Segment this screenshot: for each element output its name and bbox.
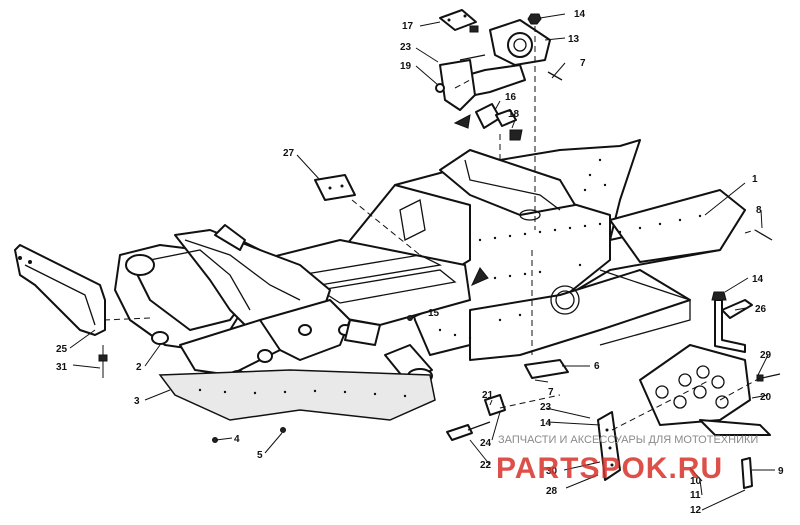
callout-2: 2 [136, 362, 142, 373]
callout-22: 22 [480, 460, 492, 471]
handle-26 [711, 291, 753, 353]
callout-7-lower: 7 [548, 387, 554, 398]
callout-19: 19 [400, 61, 412, 72]
callout-7-upper: 7 [580, 58, 586, 69]
callout-11: 11 [690, 490, 701, 501]
block-6 [524, 359, 569, 379]
plate-17 [439, 9, 479, 33]
callout-20: 20 [760, 392, 772, 403]
callout-18: 18 [508, 109, 520, 120]
callout-17: 17 [402, 21, 414, 32]
callout-23-top: 23 [400, 42, 412, 53]
callout-30: 30 [546, 466, 558, 477]
bracket-21-22 [446, 394, 506, 441]
callout-28: 28 [546, 486, 558, 497]
assembly-lines [103, 26, 761, 431]
callout-6: 6 [594, 361, 600, 372]
watermark-tagline: ЗАПЧАСТИ И АКСЕССУАРЫ ДЛЯ МОТОТЕХНИКИ [498, 434, 758, 446]
bolt-29 [761, 373, 781, 379]
callout-25: 25 [56, 344, 68, 355]
front-bracket [14, 244, 106, 336]
bolt-12 [741, 457, 753, 489]
callout-14-lower: 14 [540, 418, 552, 429]
callout-27: 27 [283, 148, 295, 159]
callout-1: 1 [752, 174, 758, 185]
nut-14-top [527, 13, 542, 25]
watermark-logo-text: PARTSPOK.RU [496, 452, 723, 485]
bolt-8 [754, 229, 773, 241]
callout-16: 16 [505, 92, 517, 103]
steering-bracket [439, 19, 551, 111]
front-bulkhead [114, 224, 381, 386]
callout-13: 13 [568, 34, 580, 45]
callout-14-right: 14 [752, 274, 764, 285]
callout-31: 31 [56, 362, 68, 373]
callout-29: 29 [760, 350, 772, 361]
callout-21: 21 [482, 390, 494, 401]
watermark: ЗАПЧАСТИ И АКСЕССУАРЫ ДЛЯ МОТОТЕХНИКИ PA… [496, 434, 758, 485]
bolt-7-top [547, 71, 563, 81]
callout-24: 24 [480, 438, 492, 449]
plate-27 [314, 174, 356, 201]
callout-3: 3 [134, 396, 140, 407]
side-plate-10 [597, 411, 621, 481]
screw-5 [280, 427, 286, 433]
callout-labels: 1 2 3 4 5 6 7 7 8 9 10 11 12 13 14 14 14… [56, 9, 784, 516]
callout-10: 10 [690, 476, 702, 487]
bolt-31 [98, 345, 108, 378]
plate-16 [475, 103, 523, 141]
washer-19 [435, 83, 445, 93]
arrow-marker [470, 267, 489, 286]
callout-14-top: 14 [574, 9, 586, 20]
callout-8: 8 [756, 205, 762, 216]
callout-4: 4 [234, 434, 240, 445]
callout-12: 12 [690, 505, 702, 516]
callout-5: 5 [257, 450, 263, 461]
arrow-marker [453, 114, 471, 129]
skid-plate [158, 369, 436, 421]
callout-9: 9 [778, 466, 784, 477]
callout-15: 15 [428, 308, 440, 319]
callout-23-lower: 23 [540, 402, 552, 413]
leader-lines [69, 13, 775, 511]
callout-26: 26 [755, 304, 767, 315]
chassis-frame [329, 139, 746, 361]
fastener-15 [407, 315, 413, 321]
bumper-bracket [639, 344, 771, 436]
